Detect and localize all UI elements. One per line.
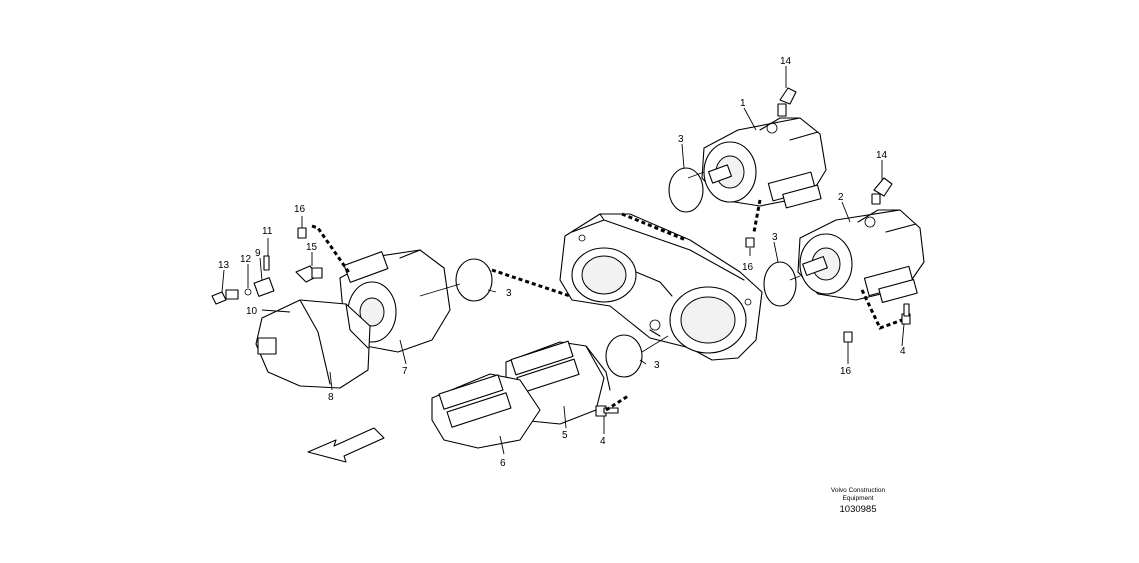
bolt-4a [595,405,619,417]
elbow-fitting-15 [295,265,323,283]
caption-company-line2: Equipment [842,495,873,502]
callout-16a: 16 [742,262,754,273]
callout-14a: 14 [780,56,792,67]
diagram-caption: Volvo Construction Equipment 1030985 [831,487,886,515]
callout-14b: 14 [876,150,888,161]
callout-16b: 16 [840,366,852,377]
plug-16c [843,331,853,343]
plug-16a [297,227,307,239]
callout-2: 2 [838,192,844,203]
o-ring-3d [605,334,643,378]
bolt-11 [263,255,270,271]
connector-9 [253,277,275,297]
callout-1: 1 [740,98,746,109]
control-valve-6 [431,373,541,449]
o-ring-3b [763,261,797,307]
callout-3a: 3 [678,134,684,145]
callout-5: 5 [562,430,568,441]
callout-11: 11 [262,226,273,237]
elbow-fitting-14a [777,87,797,117]
bolt-4b [901,303,911,325]
o-ring-3a [668,167,704,213]
callout-16c: 16 [294,204,306,215]
callout-10: 10 [246,306,258,317]
washer-12 [244,288,252,296]
callout-3d: 3 [654,360,660,371]
callout-7: 7 [402,366,408,377]
pump-drive-housing [559,213,763,361]
hydraulic-pump-1 [701,117,827,209]
hydraulic-pump-2 [797,209,925,303]
callout-8: 8 [328,392,334,403]
forward-direction-arrow-icon [307,427,385,463]
callout-3c: 3 [506,288,512,299]
callout-4a: 4 [600,436,606,447]
hydraulic-pump-8 [255,299,371,389]
callout-6: 6 [500,458,506,469]
o-ring-3c [455,258,493,302]
elbow-fitting-14b [871,177,893,205]
caption-company: Volvo Construction [831,487,886,494]
callout-15: 15 [306,242,318,253]
callout-leaders [221,66,905,455]
callout-12: 12 [240,254,252,265]
callout-labels: 1 14 3 14 2 3 16 16 11 16 15 9 12 13 10 … [218,56,906,469]
caption-diagram-number: 1030985 [840,504,877,515]
assembly-lines [311,171,903,412]
callout-3b: 3 [772,232,778,243]
callout-9: 9 [255,248,261,259]
callout-4b: 4 [900,346,906,357]
plug-16b [745,237,755,248]
fitting-13 [211,289,239,305]
callout-13: 13 [218,260,230,271]
